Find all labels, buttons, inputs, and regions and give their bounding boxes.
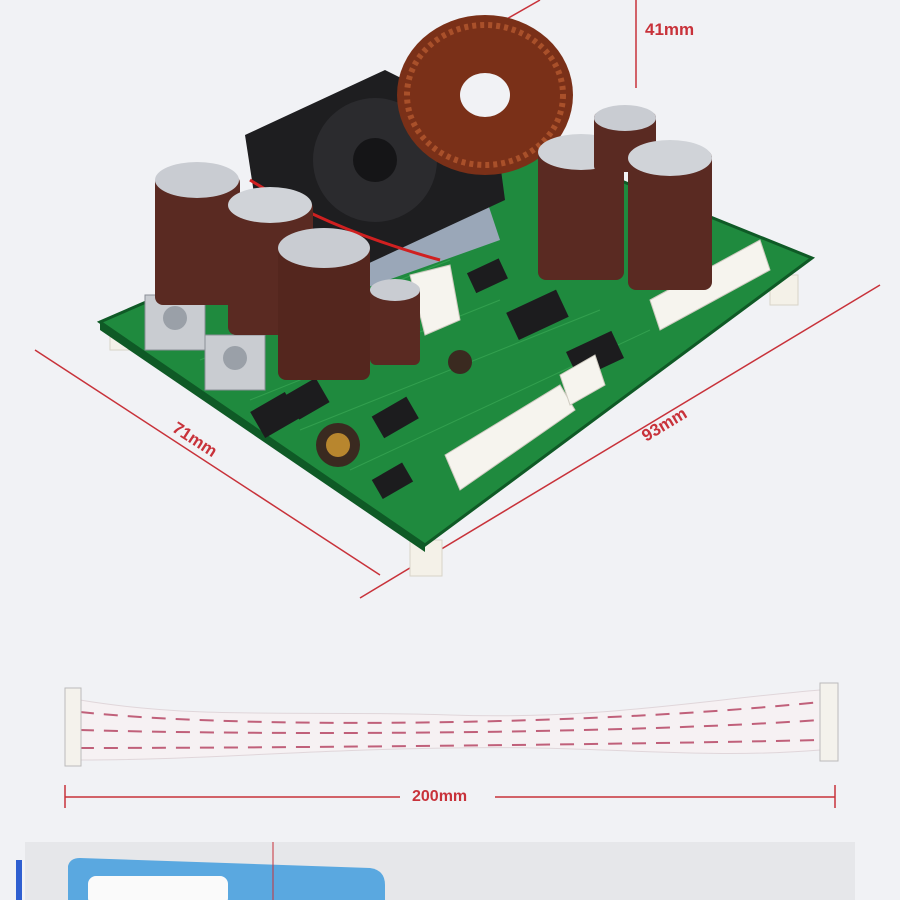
dimension-lines [34,0,881,808]
toroid-inductor [397,15,573,175]
height-dimension-label: 41mm [645,20,695,39]
cable-length-label: 200mm [408,788,472,806]
capacitors [155,105,712,380]
ribbon-cable [64,682,839,767]
next-image-preview [16,842,855,900]
